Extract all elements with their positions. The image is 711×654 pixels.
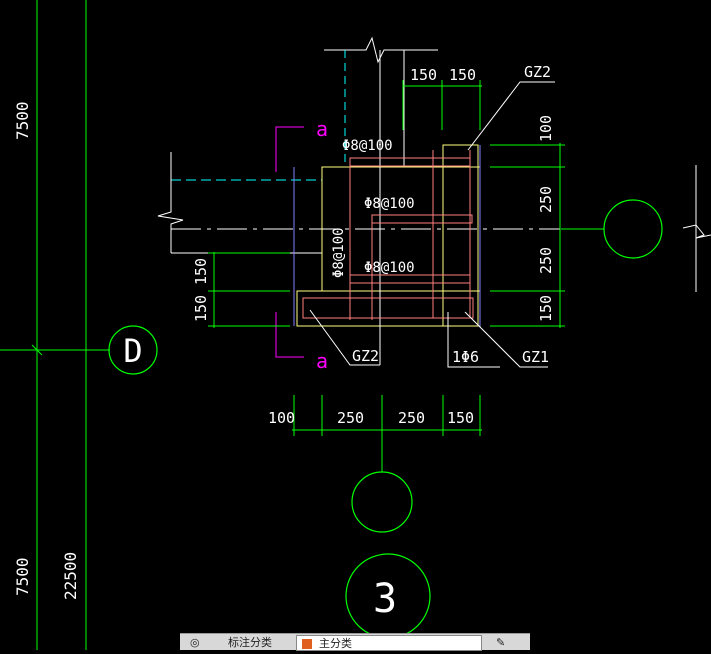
gz1-leader (447, 311, 548, 368)
gz2-bottom-label: GZ2 (352, 347, 379, 365)
axis-dim-7500-top: 7500 (13, 101, 32, 140)
rebar-lines (302, 150, 474, 320)
axis-bubble-3[interactable]: 3 (345, 553, 431, 639)
axis-bubble-3-label: 3 (373, 576, 397, 622)
rebar-label-lower: Φ8@100 (364, 260, 415, 276)
column-outline (293, 144, 481, 365)
break-line-right (682, 165, 711, 292)
dim-bottom-150: 150 (447, 409, 474, 427)
tie-label: 1Φ6 (452, 348, 479, 366)
axis-bubble-d[interactable]: D (108, 325, 158, 375)
layer-toolbar: ◎ 标注分类 主分类 ✎ (180, 633, 530, 651)
layer-filter-label[interactable]: 标注分类 (228, 637, 272, 649)
layer-dropdown-value: 主分类 (319, 638, 352, 650)
rebar-label-vertical: Φ8@100 (331, 227, 347, 278)
dim-right-100: 100 (537, 115, 555, 142)
section-label-top: a (316, 117, 328, 141)
dim-bottom-100: 100 (268, 409, 295, 427)
axis-lines-left (0, 0, 110, 650)
dim-bottom (292, 395, 482, 436)
axis-bubble-d-label: D (123, 332, 142, 370)
axis-bubble-right[interactable] (561, 199, 663, 259)
gz2-top-label: GZ2 (524, 63, 551, 81)
section-marker-top (275, 126, 304, 172)
dim-right (490, 143, 565, 328)
dim-bottom-250-b: 250 (398, 409, 425, 427)
dim-right-250-a: 250 (537, 186, 555, 213)
layer-dropdown[interactable]: 主分类 (296, 635, 482, 651)
section-label-bottom: a (316, 349, 328, 373)
rebar-label-middle: Φ8@100 (364, 196, 415, 212)
section-marker-bottom (275, 312, 304, 358)
edit-icon[interactable]: ✎ (496, 637, 506, 649)
dim-right-150: 150 (537, 295, 555, 322)
gz2-top-leader (467, 81, 555, 151)
dim-top-150-a: 150 (410, 66, 437, 84)
rebar-label-top: Φ8@100 (342, 138, 393, 154)
gz1-label: GZ1 (522, 348, 549, 366)
gz2-bottom-leader (309, 309, 380, 366)
dim-bottom-250-a: 250 (337, 409, 364, 427)
axis-bubble-bottom[interactable] (351, 430, 413, 533)
dim-top (402, 80, 482, 130)
dim-right-250-b: 250 (537, 247, 555, 274)
dim-left-150-b: 150 (192, 295, 210, 322)
dim-left (208, 252, 290, 328)
layer-color-swatch (302, 639, 312, 649)
axis-dim-7500-bottom: 7500 (13, 557, 32, 596)
wall-top-lines (324, 36, 438, 167)
axis-dim-22500: 22500 (61, 552, 80, 600)
layer-icon[interactable]: ◎ (190, 637, 200, 649)
dim-left-150-a: 150 (192, 258, 210, 285)
dim-top-150-b: 150 (449, 66, 476, 84)
